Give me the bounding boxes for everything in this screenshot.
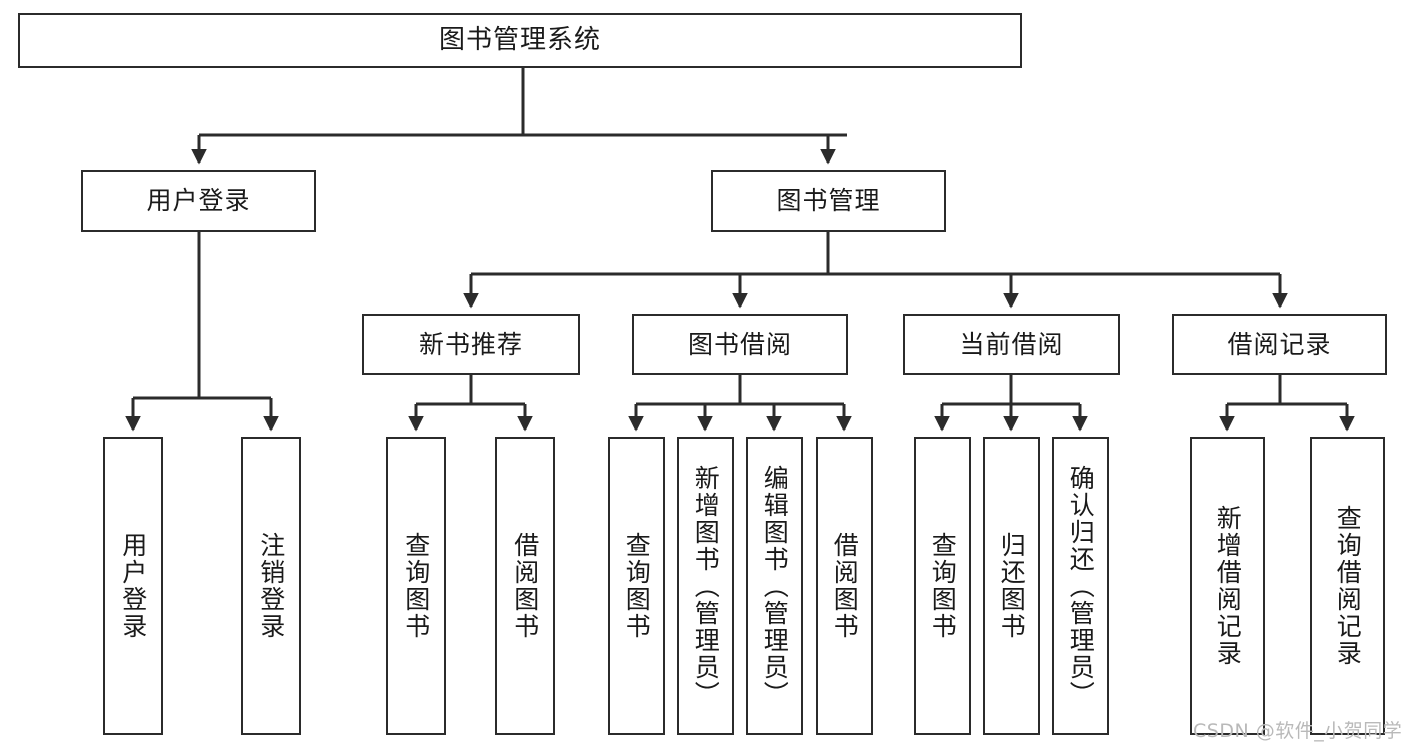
node-label: 新增图书（管理员） bbox=[691, 464, 721, 708]
leaf-borrow-edit-book-admin[interactable]: 编辑图书（管理员） bbox=[746, 437, 803, 735]
leaf-recommend-borrow-book[interactable]: 借阅图书 bbox=[495, 437, 555, 735]
node-label: 借阅图书 bbox=[510, 532, 540, 640]
node-book-management[interactable]: 图书管理 bbox=[711, 170, 946, 232]
node-label: 借阅记录 bbox=[1227, 329, 1332, 359]
node-label: 新书推荐 bbox=[418, 329, 523, 359]
node-label: 确认归还（管理员） bbox=[1066, 464, 1096, 708]
node-label: 借阅图书 bbox=[830, 532, 860, 640]
leaf-recommend-query-book[interactable]: 查询图书 bbox=[386, 437, 446, 735]
node-label: 查询借阅记录 bbox=[1333, 505, 1363, 667]
leaf-user-login-signout[interactable]: 注销登录 bbox=[241, 437, 301, 735]
node-label: 查询图书 bbox=[401, 532, 431, 640]
leaf-borrow-query-book[interactable]: 查询图书 bbox=[608, 437, 665, 735]
leaf-record-query-record[interactable]: 查询借阅记录 bbox=[1310, 437, 1385, 735]
node-label: 图书管理系统 bbox=[438, 25, 601, 56]
node-root-library-system[interactable]: 图书管理系统 bbox=[18, 13, 1022, 68]
watermark-text: CSDN @软件_小贺同学 bbox=[1193, 720, 1403, 742]
node-label: 新增借阅记录 bbox=[1213, 505, 1243, 667]
node-label: 用户登录 bbox=[146, 186, 251, 216]
leaf-current-return-book[interactable]: 归还图书 bbox=[983, 437, 1040, 735]
node-new-book-recommend[interactable]: 新书推荐 bbox=[362, 314, 580, 375]
leaf-record-add-record[interactable]: 新增借阅记录 bbox=[1190, 437, 1265, 735]
leaf-current-confirm-return-admin[interactable]: 确认归还（管理员） bbox=[1052, 437, 1109, 735]
node-user-login[interactable]: 用户登录 bbox=[81, 170, 316, 232]
node-label: 查询图书 bbox=[928, 532, 958, 640]
node-label: 编辑图书（管理员） bbox=[760, 464, 790, 708]
node-label: 查询图书 bbox=[622, 532, 652, 640]
node-label: 归还图书 bbox=[997, 532, 1027, 640]
node-label: 注销登录 bbox=[256, 532, 286, 640]
node-borrow-record[interactable]: 借阅记录 bbox=[1172, 314, 1387, 375]
leaf-user-login-signin[interactable]: 用户登录 bbox=[103, 437, 163, 735]
node-label: 用户登录 bbox=[118, 532, 148, 640]
node-current-borrow[interactable]: 当前借阅 bbox=[903, 314, 1120, 375]
leaf-borrow-add-book-admin[interactable]: 新增图书（管理员） bbox=[677, 437, 734, 735]
leaf-borrow-borrow-book[interactable]: 借阅图书 bbox=[816, 437, 873, 735]
node-label: 图书管理 bbox=[776, 186, 881, 216]
node-book-borrow[interactable]: 图书借阅 bbox=[632, 314, 848, 375]
node-label: 当前借阅 bbox=[959, 329, 1064, 359]
leaf-current-query-book[interactable]: 查询图书 bbox=[914, 437, 971, 735]
node-label: 图书借阅 bbox=[687, 329, 792, 359]
